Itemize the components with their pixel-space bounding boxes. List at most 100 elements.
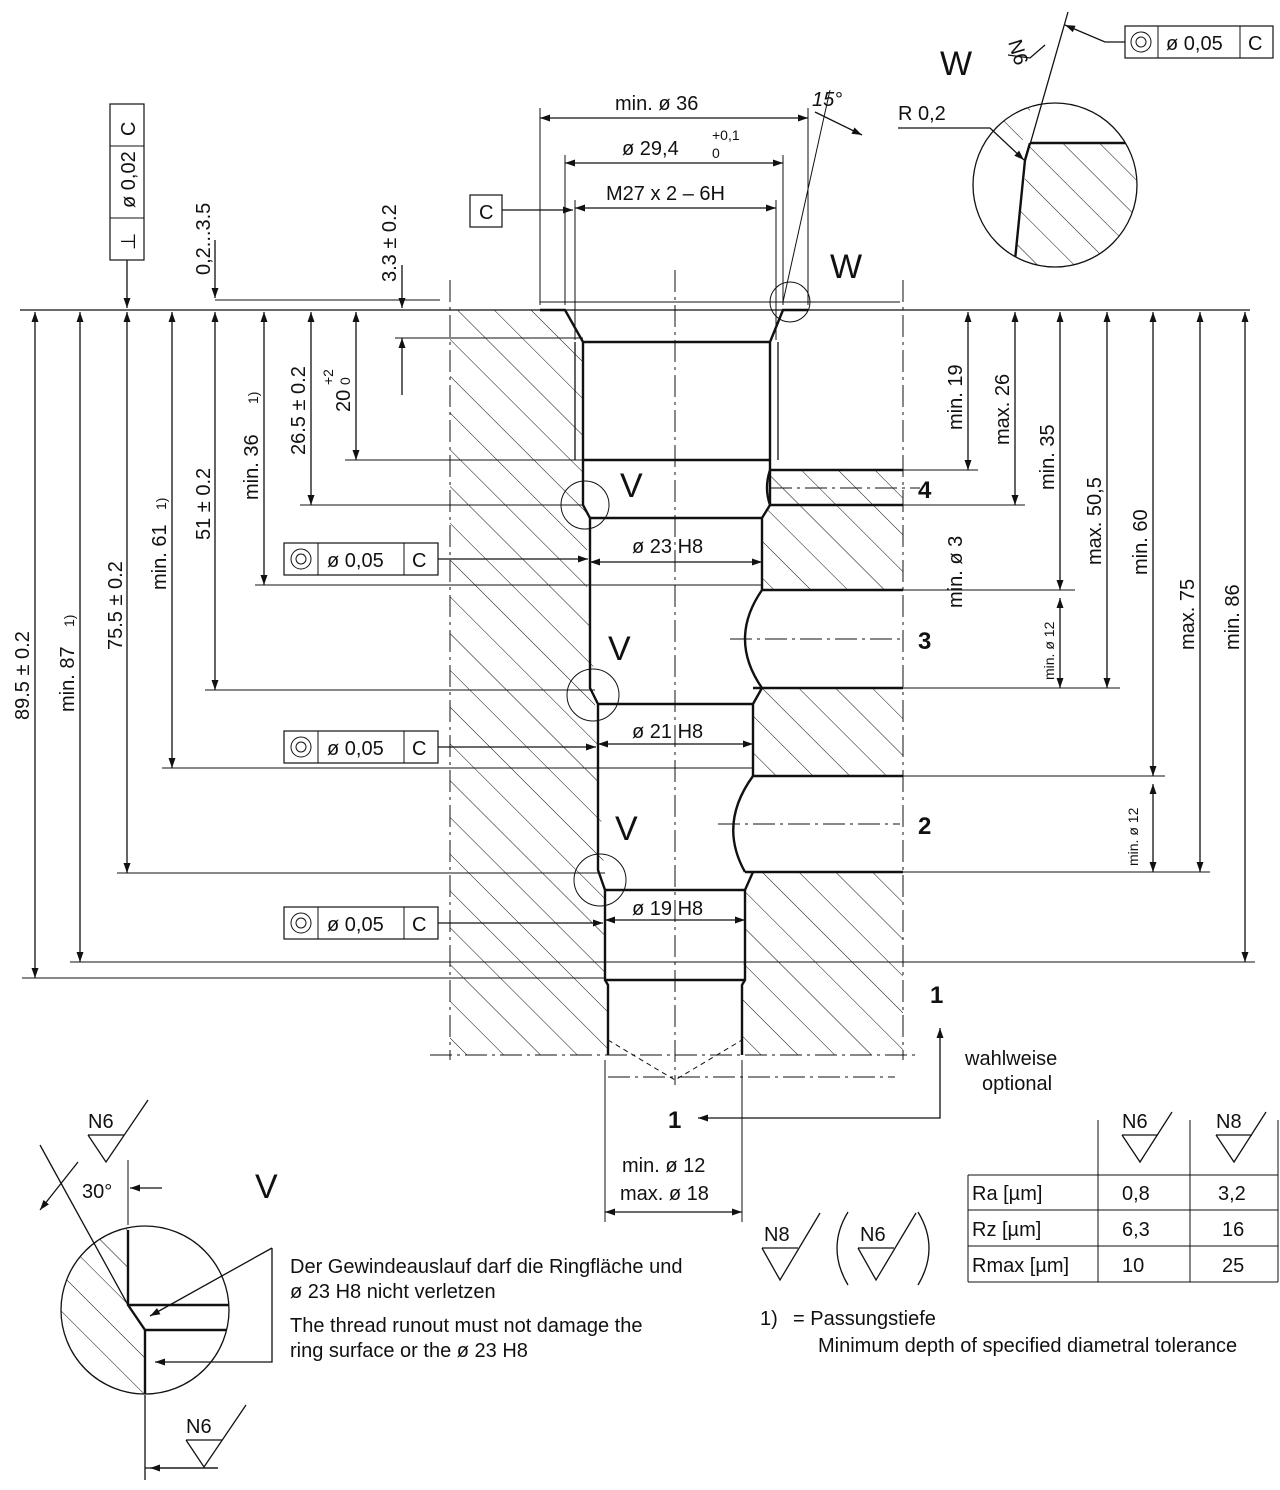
dim-min-36-fn: 1) [245, 392, 261, 404]
port-4 [765, 468, 903, 507]
dim-min-86: min. 86 [1222, 584, 1244, 650]
dim-d21: ø 21 H8 [632, 721, 703, 743]
table-col-n8: N8 [1216, 1111, 1242, 1133]
detail-v: V 30° N6 N6 [39, 1099, 278, 1480]
dim-max-d18: max. ø 18 [620, 1183, 709, 1205]
dim-75-5: 75.5 ± 0.2 [105, 561, 127, 650]
note-de-1: Der Gewindeauslauf darf die Ringfläche u… [290, 1256, 682, 1278]
svg-text:C: C [412, 550, 426, 572]
dim-min-36: min. 36 [241, 434, 263, 500]
dim-d29-tol-up: +0,1 [712, 127, 740, 143]
datum-box-c [469, 194, 503, 228]
svg-text:C: C [412, 738, 426, 760]
dim-3-3: 3.3 ± 0.2 [379, 204, 401, 282]
dim-min-d12-port3: min. ø 12 [1041, 621, 1057, 680]
detail-v-label-1: V [620, 467, 643, 505]
table-row-ra-label: Ra [µm] [972, 1183, 1042, 1205]
note-de-2: ø 23 H8 nicht verletzen [290, 1281, 496, 1303]
table-ra-n6: 0,8 [1122, 1183, 1150, 1205]
svg-text:C: C [412, 914, 426, 936]
svg-text:ø 0,05: ø 0,05 [327, 550, 384, 572]
dim-51: 51 ± 0.2 [193, 468, 215, 540]
optional-en: optional [982, 1073, 1052, 1095]
top-dimensions: min. ø 36 ø 29,4 +0,1 0 M27 x 2 – 6H C 1… [469, 89, 863, 340]
cavity-outline-left [540, 308, 610, 1055]
dim-20-low: 0 [337, 377, 353, 385]
footnote-eq: = Passungstiefe [793, 1308, 936, 1330]
dim-min-d3: min. ø 3 [945, 536, 967, 608]
dim-0-2-3-5: 0,2...3.5 [193, 203, 215, 275]
dim-20: 20 [333, 390, 355, 412]
svg-text:ø 0,05: ø 0,05 [1166, 33, 1223, 55]
note-en-1: The thread runout must not damage the [290, 1315, 642, 1337]
table-row-rz-label: Rz [µm] [972, 1219, 1041, 1241]
dim-max-26: max. 26 [992, 374, 1014, 445]
dim-min-19: min. 19 [945, 364, 967, 430]
optional-de: wahlweise [964, 1048, 1057, 1070]
detail-w-radius: R 0,2 [898, 103, 946, 125]
conc-frame-d19: ø 0,05 C [283, 906, 603, 940]
dim-min-35: min. 35 [1037, 424, 1059, 490]
dim-d29-tol-low: 0 [712, 145, 720, 161]
detail-v-marker-3 [573, 853, 627, 907]
dim-max-50-5: max. 50,5 [1084, 477, 1106, 565]
dim-min-87: min. 87 [57, 646, 79, 712]
svg-text:ø 0,05: ø 0,05 [327, 738, 384, 760]
body-hatch-left [450, 310, 608, 1055]
dim-89-5: 89.5 ± 0.2 [12, 631, 34, 720]
perp-value: ø 0,02 [118, 151, 140, 208]
port-number-4: 4 [918, 477, 932, 504]
datum-c: C [479, 202, 493, 224]
dim-min-d36: min. ø 36 [615, 93, 698, 115]
conc-frame-d23: ø 0,05 C [283, 542, 588, 576]
footnote-en: Minimum depth of specified diametral tol… [818, 1335, 1237, 1357]
detail-w-title: W [940, 45, 972, 83]
detail-v-angle-30: 30° [82, 1181, 112, 1203]
detail-w-label: W [830, 248, 862, 286]
detail-v-n6-top: N6 [88, 1111, 114, 1133]
dim-thread: M27 x 2 – 6H [606, 183, 725, 205]
dim-26-5: 26.5 ± 0.2 [288, 366, 310, 455]
table-rz-n6: 6,3 [1122, 1219, 1150, 1241]
port-number-2: 2 [918, 813, 931, 840]
detail-v-n6-bottom: N6 [186, 1416, 212, 1438]
general-surface-symbols: N8 N6 [761, 1211, 930, 1286]
dim-d23: ø 23 H8 [632, 536, 703, 558]
dim-d29: ø 29,4 [622, 138, 679, 160]
port-number-1-right: 1 [930, 982, 943, 1009]
table-rmax-n6: 10 [1122, 1255, 1144, 1277]
dim-min-87-fn: 1) [61, 615, 77, 627]
dim-min-61: min. 61 [149, 524, 171, 590]
left-dimensions: C ø 0,02 ⊥ 0,2...3.5 3.3 ± 0.2 20 +2 0 2… [12, 103, 1255, 979]
detail-w-marker [769, 281, 811, 323]
angle-15: 15° [812, 89, 842, 111]
perp-datum: C [118, 122, 140, 136]
detail-w-conc-frame [1124, 25, 1274, 59]
detail-v-label-3: V [615, 810, 638, 848]
table-ra-n8: 3,2 [1218, 1183, 1246, 1205]
detail-w: W R 0,2 N6 ø 0,05 C [898, 11, 1274, 268]
table-row-rmax-label: Rmax [µm] [972, 1255, 1069, 1277]
perp-symbol: ⊥ [118, 233, 140, 250]
dim-min-d12-port2: min. ø 12 [1125, 807, 1141, 866]
port-number-1-bottom: 1 [668, 1107, 681, 1134]
port-number-3: 3 [918, 628, 931, 655]
right-dimensions: min. 19 max. 26 min. 35 min. ø 12 max. 5… [903, 312, 1249, 962]
table-rz-n8: 16 [1222, 1219, 1244, 1241]
dim-min-60: min. 60 [1130, 509, 1152, 575]
conc-frame-d21: ø 0,05 C [283, 730, 596, 764]
dim-min-61-fn: 1) [153, 498, 169, 510]
table-rmax-n8: 25 [1222, 1255, 1244, 1277]
general-n8: N8 [764, 1224, 790, 1246]
detail-v-title: V [255, 1168, 278, 1206]
dim-max-75: max. 75 [1177, 579, 1199, 650]
concentricity-frames: ø 0,05 C ø 0,05 C ø 0,05 C [283, 542, 603, 940]
dim-20-up: +2 [320, 369, 336, 385]
svg-text:C: C [1248, 33, 1262, 55]
roughness-table: N6 N8 Ra [µm] 0,8 3,2 Rz [µm] 6,3 16 Rma… [967, 1111, 1279, 1283]
body-section [20, 270, 1250, 1085]
general-n6: N6 [860, 1224, 886, 1246]
detail-w-n6: N6 [1003, 37, 1032, 68]
detail-v-marker-2 [566, 668, 620, 722]
